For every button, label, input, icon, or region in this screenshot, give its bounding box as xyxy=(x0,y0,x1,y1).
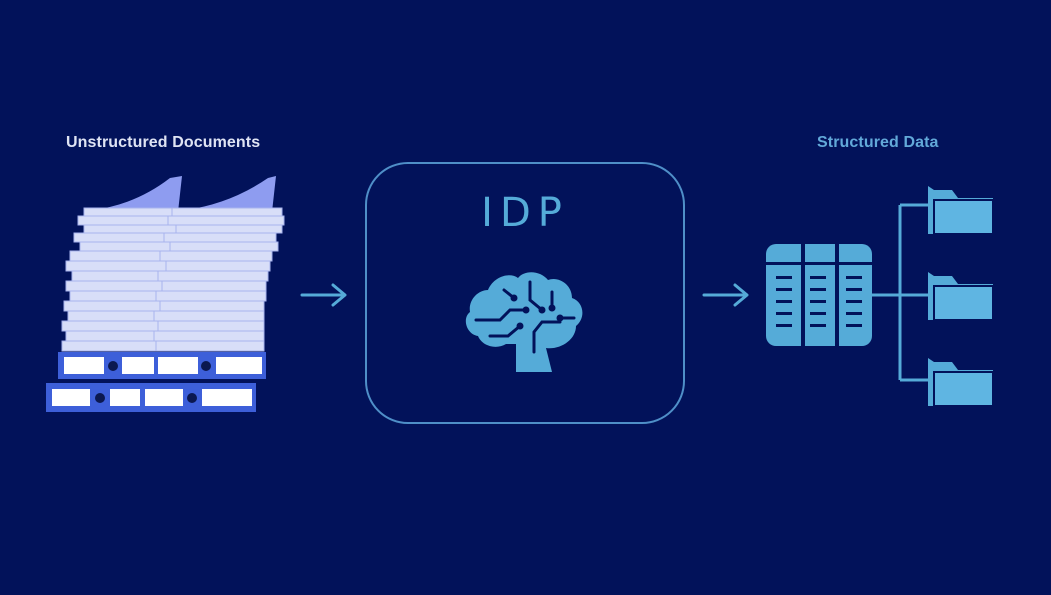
binder-row-lower xyxy=(46,383,256,412)
idp-box xyxy=(365,162,685,424)
folder-icon xyxy=(928,272,994,321)
folder-icon xyxy=(928,358,994,407)
unstructured-documents-label: Unstructured Documents xyxy=(66,134,261,151)
folder-icon xyxy=(928,186,994,235)
binder-row-upper xyxy=(58,352,266,379)
tree-connector xyxy=(872,203,930,382)
structured-data-label: Structured Data xyxy=(817,134,939,151)
right-paper-stack xyxy=(153,207,285,352)
curled-sheet-icon xyxy=(92,176,182,212)
database-table-icon xyxy=(766,244,872,346)
arrow-right-icon xyxy=(702,283,749,307)
paper-stack-icon xyxy=(46,176,285,412)
brain-circuit-icon xyxy=(465,272,583,372)
idp-title: IDP xyxy=(481,190,569,236)
arrow-right-icon xyxy=(300,283,347,307)
curled-sheet-icon xyxy=(185,176,276,212)
